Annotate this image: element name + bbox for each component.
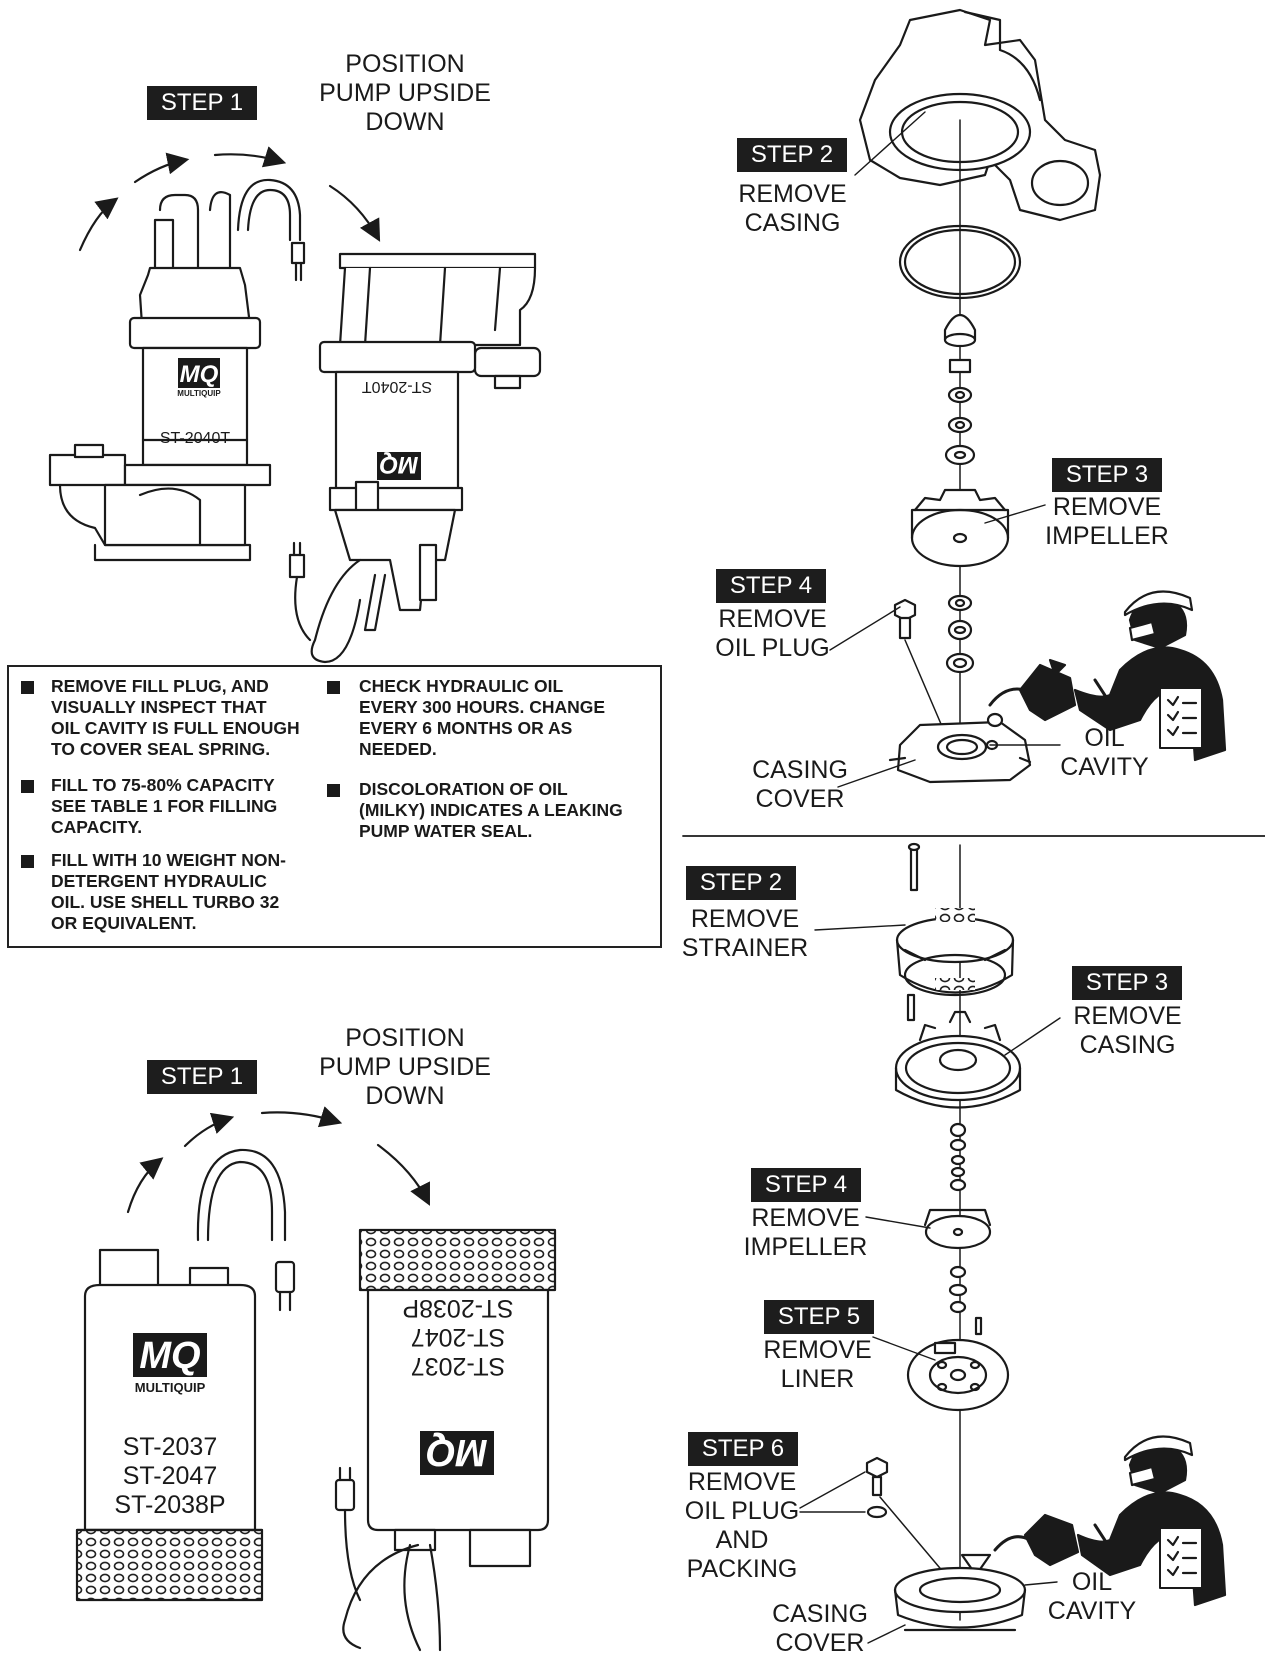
- note-4: CHECK HYDRAULIC OIL EVERY 300 HOURS. CHA…: [359, 676, 606, 759]
- step5-label-bottom: REMOVE LINER: [763, 1336, 872, 1393]
- bullet-icon: [21, 855, 34, 868]
- step2-label-top: REMOVE CASING: [738, 180, 847, 237]
- pump-st2037-upright: [75, 1148, 296, 1602]
- step3-badge-top: STEP 3: [1052, 458, 1162, 492]
- note-3: FILL WITH 10 WEIGHT NON- DETERGENT HYDRA…: [51, 850, 286, 933]
- step4-label-top: REMOVE OIL PLUG: [715, 605, 830, 662]
- step3-badge-bottom: STEP 3: [1072, 966, 1182, 1000]
- step6-label-bottom: REMOVE OIL PLUG AND PACKING: [684, 1468, 800, 1583]
- note-5: DISCOLORATION OF OIL (MILKY) INDICATES A…: [359, 779, 623, 841]
- step2-badge-top: STEP 2: [737, 138, 847, 172]
- mq-logo-icon: MQ: [178, 358, 220, 388]
- svg-text:MQ: MQ: [426, 1431, 487, 1473]
- rotation-arrows-top: [78, 146, 381, 252]
- step1-label-top: POSITION PUMP UPSIDE DOWN: [319, 50, 491, 136]
- exploded-view-bottom: [865, 842, 1227, 1632]
- svg-text:MQ: MQ: [379, 451, 418, 478]
- pump-st2040t-inverted: [288, 252, 542, 664]
- step4-badge-top: STEP 4: [716, 569, 826, 603]
- step3-label-bottom: REMOVE CASING: [1073, 1002, 1182, 1059]
- pump-st2037-inverted: [334, 1228, 557, 1652]
- oil-cavity-label-bottom: OIL CAVITY: [1047, 1568, 1137, 1625]
- mq-logo-mirrored-icon: MQ: [420, 1431, 494, 1475]
- step2-label-bottom: REMOVE STRAINER: [681, 905, 809, 962]
- oil-notes-box: REMOVE FILL PLUG, AND VISUALLY INSPECT T…: [7, 665, 662, 948]
- step4-label-bottom: REMOVE IMPELLER: [743, 1204, 868, 1261]
- exploded-view-top: [858, 8, 1227, 784]
- mq-logo-icon: MQ: [133, 1333, 207, 1377]
- pump-brand-label: MULTIQUIP: [177, 389, 221, 398]
- note-2: FILL TO 75-80% CAPACITY SEE TABLE 1 FOR …: [51, 775, 278, 837]
- pump-model-label: ST-2040T: [159, 430, 231, 447]
- step6-badge-bottom: STEP 6: [688, 1432, 798, 1466]
- bullet-icon: [21, 780, 34, 793]
- pump-st2040t-upright: [48, 178, 306, 562]
- step1-badge-bottom: STEP 1: [147, 1060, 257, 1094]
- step1-label-bottom: POSITION PUMP UPSIDE DOWN: [319, 1024, 491, 1110]
- step1-badge-top: STEP 1: [147, 86, 257, 120]
- leader-lines: [799, 111, 1061, 1644]
- bullet-icon: [21, 681, 34, 694]
- pump-model-mirrored-label: ST-2040T: [361, 378, 433, 395]
- step3-label-top: REMOVE IMPELLER: [1045, 493, 1169, 550]
- svg-text:MQ: MQ: [180, 361, 219, 388]
- casing-cover-label-top: CASING COVER: [752, 756, 848, 813]
- step5-badge-bottom: STEP 5: [764, 1300, 874, 1334]
- casing-cover-label-bottom: CASING COVER: [772, 1600, 868, 1657]
- mq-logo-mirrored-icon: MQ: [377, 451, 421, 480]
- pump-brand-label: MULTIQUIP: [134, 1380, 206, 1395]
- pump-models-label: ST-2037 ST-2047 ST-2038P: [114, 1433, 226, 1519]
- step4-badge-bottom: STEP 4: [751, 1168, 861, 1202]
- pump-models-mirrored-label: ST-2037 ST-2047 ST-2038P: [402, 1294, 514, 1380]
- note-1: REMOVE FILL PLUG, AND VISUALLY INSPECT T…: [51, 676, 300, 759]
- rotation-arrows-bottom: [126, 1106, 430, 1214]
- bullet-icon: [327, 681, 340, 694]
- svg-text:MQ: MQ: [139, 1335, 200, 1377]
- bullet-icon: [327, 784, 340, 797]
- step2-badge-bottom: STEP 2: [686, 866, 796, 900]
- oil-cavity-label-top: OIL CAVITY: [1060, 724, 1149, 781]
